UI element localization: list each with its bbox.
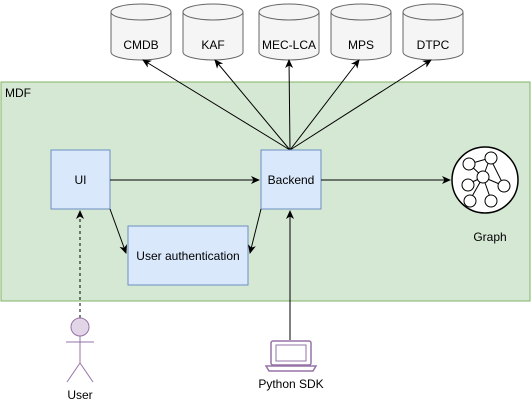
- database-dtpc: DTPC: [402, 3, 464, 61]
- connections: [76, 176, 451, 340]
- ui-box: [50, 149, 111, 210]
- arrow-backend-dtpc: [289, 59, 432, 151]
- laptop-icon: [264, 340, 318, 372]
- user-label: User: [67, 388, 92, 402]
- backend-label: Backend: [268, 173, 315, 187]
- user-authentication-box: [127, 225, 249, 286]
- user-authentication-label: User authentication: [136, 249, 239, 263]
- backend-box: [260, 149, 322, 210]
- graph-icon: [451, 146, 519, 214]
- database-cmdb: CMDB: [110, 3, 172, 61]
- database-label-mps: MPS: [348, 38, 374, 52]
- database-label-mec-lca: MEC-LCA: [262, 38, 316, 52]
- arrow-backend-mps: [289, 59, 360, 151]
- database-label-kaf: KAF: [201, 38, 224, 52]
- database-kaf: KAF: [182, 3, 244, 61]
- python-sdk-label: Python SDK: [258, 377, 323, 391]
- ui-label: UI: [75, 173, 87, 187]
- arrow-backend-mec-lca: [285, 59, 294, 151]
- database-label-cmdb: CMDB: [123, 38, 158, 52]
- arrow-ui-auth: [109, 208, 128, 254]
- arrow-backend-auth: [248, 208, 262, 254]
- database-mps: MPS: [330, 3, 392, 61]
- database-mec-lca: MEC-LCA: [258, 3, 320, 61]
- backend-to-database-arrows: [142, 59, 432, 151]
- user-actor-icon: [66, 317, 94, 383]
- mdf-label: MDF: [5, 86, 31, 100]
- arrow-backend-cmdb: [142, 59, 291, 151]
- database-label-dtpc: DTPC: [417, 38, 450, 52]
- arrow-backend-kaf: [214, 59, 291, 151]
- graph-label: Graph: [473, 230, 506, 244]
